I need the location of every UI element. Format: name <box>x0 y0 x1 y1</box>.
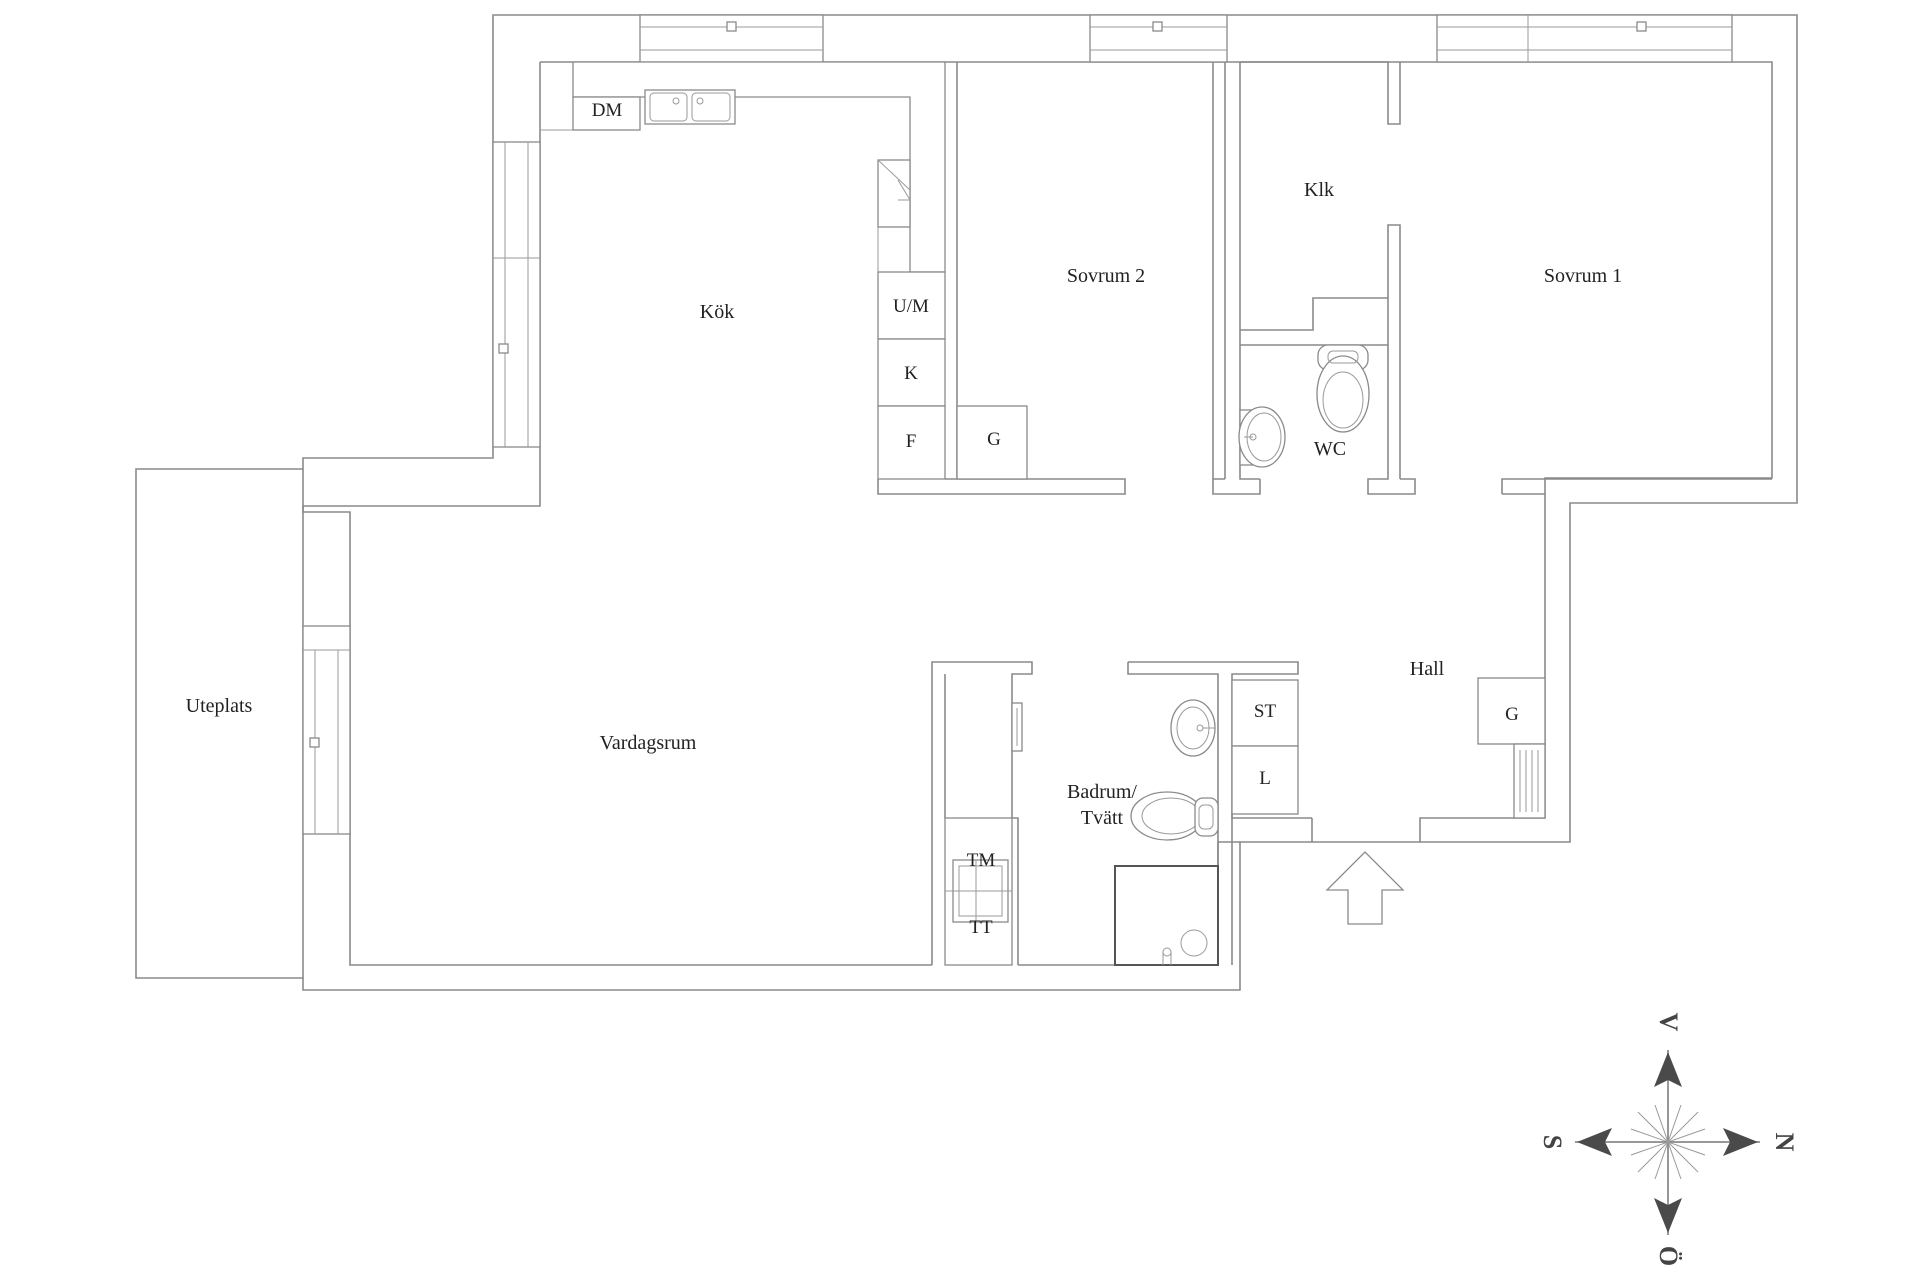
kitchen-counters <box>540 61 1126 495</box>
room-label-hall: Hall <box>1410 658 1445 680</box>
bedroom-2-walls <box>956 62 1261 495</box>
fixture-label-l: L <box>1259 768 1271 789</box>
fixture-label-tm: TM <box>967 850 996 871</box>
compass-letter-west: V <box>1654 1013 1683 1032</box>
bedroom-1-walls <box>1239 61 1772 495</box>
room-label-tvatt: Tvätt <box>1081 807 1124 829</box>
fixture-label-k: K <box>904 363 918 384</box>
bathroom-fixtures <box>944 699 1219 966</box>
room-label-sovrum-1: Sovrum 1 <box>1544 265 1622 287</box>
compass-letter-north: N <box>1770 1133 1799 1152</box>
compass-arrow-up <box>1654 1052 1682 1087</box>
bathroom-walls <box>931 661 1546 965</box>
fixture-label-st: ST <box>1254 701 1277 722</box>
fixture-label-g-hall: G <box>1505 704 1519 725</box>
fixture-label-f: F <box>906 431 917 452</box>
room-label-vardagsrum: Vardagsrum <box>600 732 697 754</box>
fixture-label-dm: DM <box>592 100 623 121</box>
windows <box>302 14 1733 835</box>
compass-arrow-down <box>1654 1198 1682 1233</box>
room-label-klk: Klk <box>1304 179 1334 201</box>
room-label-badrum: Badrum/ <box>1067 781 1137 803</box>
compass-arrow-right <box>1723 1128 1758 1156</box>
entrance-arrow <box>1325 851 1405 925</box>
room-label-kok: Kök <box>700 301 734 323</box>
fixture-labels: DM U/M K F G G ST L TM TT <box>592 100 1519 938</box>
room-labels: Kök Sovrum 2 Klk Sovrum 1 WC Hall Utepla… <box>186 179 1623 829</box>
fixture-label-tt: TT <box>969 917 993 938</box>
room-label-uteplats: Uteplats <box>186 695 253 717</box>
compass: V Ö S N <box>1538 1013 1799 1267</box>
fixture-label-g-sovrum2: G <box>987 429 1001 450</box>
fixture-label-um: U/M <box>893 296 929 317</box>
room-label-wc: WC <box>1314 438 1346 460</box>
wc-fixtures <box>1238 344 1370 468</box>
compass-arrow-left <box>1577 1128 1612 1156</box>
compass-letter-south: S <box>1538 1135 1567 1149</box>
room-label-sovrum-2: Sovrum 2 <box>1067 265 1145 287</box>
compass-letter-east: Ö <box>1654 1246 1683 1266</box>
